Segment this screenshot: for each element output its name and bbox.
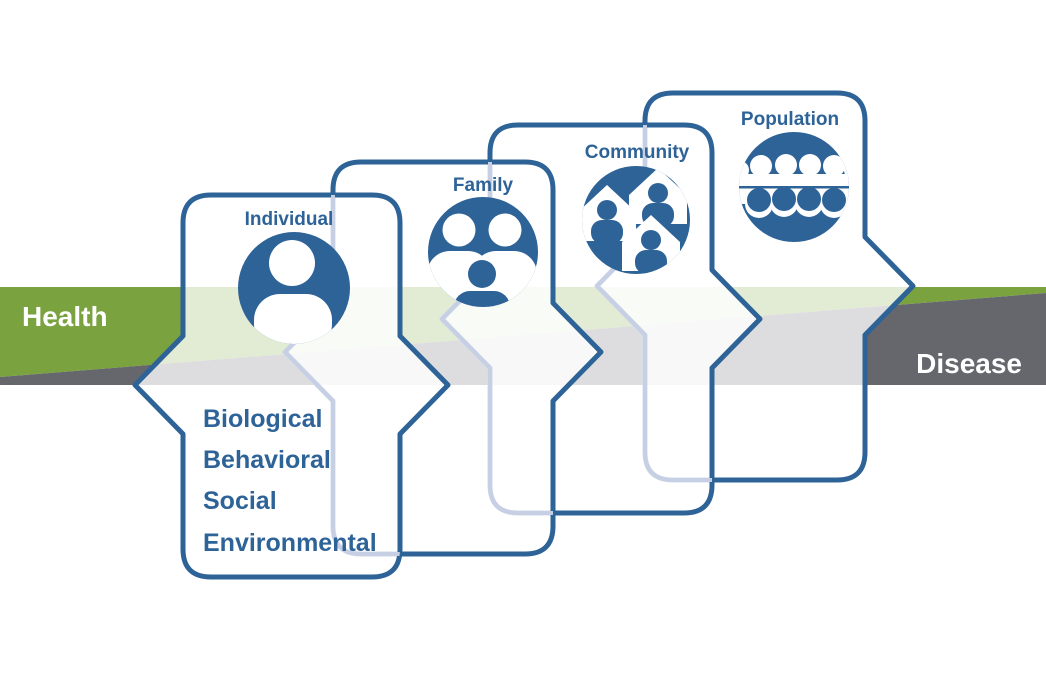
bubble-population: Population [597,93,913,480]
family-icon-child [454,260,510,307]
population-label: Population [741,109,839,130]
single-person-silhouette [254,240,332,344]
bubble-individual: Individual Biological Behavioral Social … [135,162,601,577]
population-icon [739,132,849,242]
bubble-community: Community [442,93,913,513]
community-label: Community [585,142,690,163]
determinant-behavioral: Behavioral [203,446,331,474]
bubble-family: Family [285,125,760,554]
health-label: Health [22,301,108,332]
population-icon-crowd-blue [739,186,849,212]
single-person-icon [238,232,350,344]
community-icon-houses [582,168,687,274]
community-icon [582,166,690,274]
individual-label: Individual [245,209,334,230]
determinant-social: Social [203,487,277,515]
disease-label: Disease [916,348,1022,379]
family-label: Family [453,175,514,196]
determinant-environmental: Environmental [203,529,377,557]
determinant-biological: Biological [203,405,322,433]
